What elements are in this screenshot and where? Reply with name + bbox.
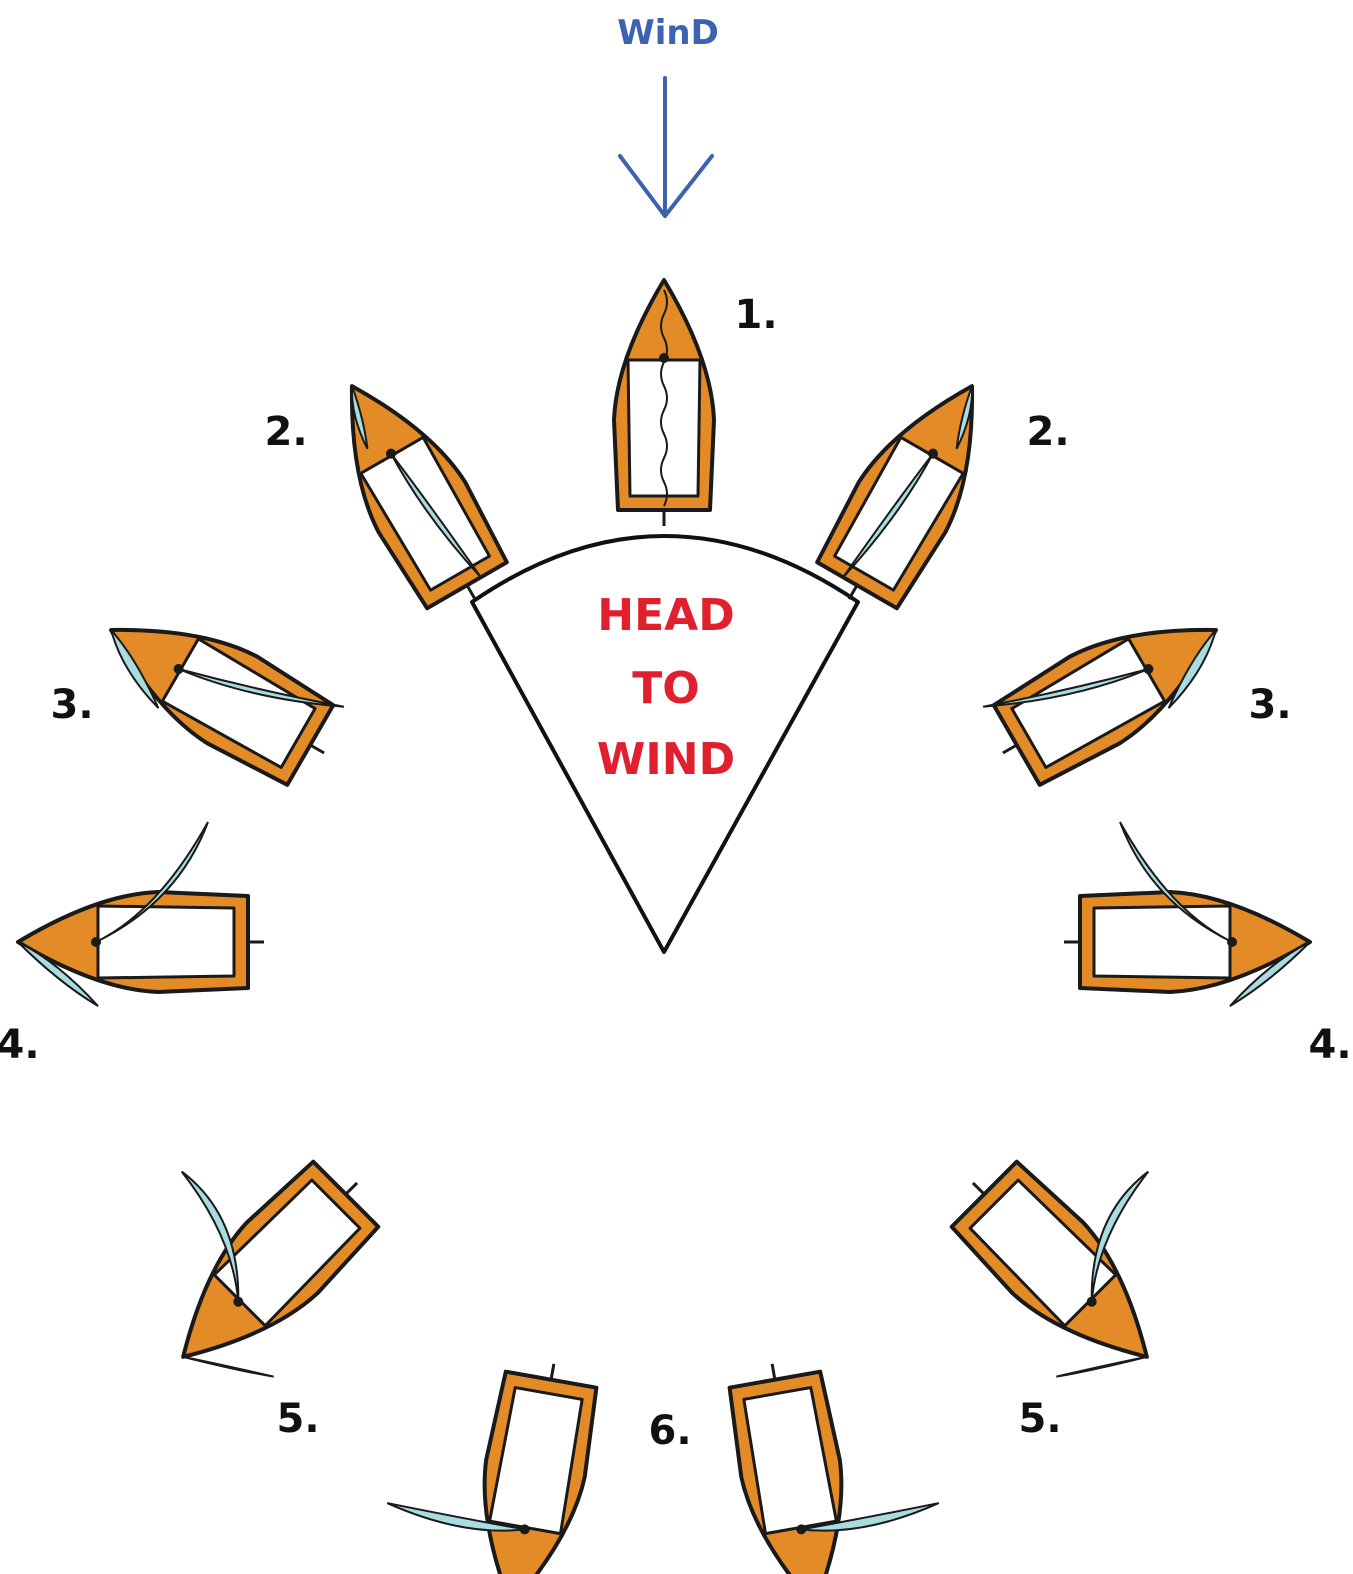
boat-6: [16, 821, 266, 1007]
mainsail-icon: [178, 668, 345, 708]
zone-text-to: TO: [632, 663, 699, 714]
jib-icon: [110, 629, 160, 709]
boat-hull-icon: [975, 584, 1243, 799]
boat-label: 3.: [1248, 682, 1291, 728]
jib-icon: [17, 941, 99, 1007]
mainsail-icon: [95, 821, 209, 943]
boat-4: [84, 584, 352, 799]
boat-hull-icon: [459, 1353, 606, 1574]
mainsail-icon: [982, 668, 1149, 708]
boat-9: [918, 1090, 1240, 1412]
boat-7: [1062, 821, 1312, 1007]
wind-label: WinD: [617, 13, 719, 53]
jib-icon: [1056, 1355, 1148, 1378]
boat-label: 2.: [264, 409, 307, 455]
boat-1: [612, 278, 716, 528]
boat-label: 4.: [0, 1022, 40, 1068]
boat-label: 5.: [276, 1396, 319, 1442]
boat-label: 4.: [1308, 1022, 1351, 1068]
jib-icon: [955, 385, 974, 450]
head-to-wind-sector: [470, 534, 860, 954]
mainsail-icon: [842, 453, 934, 578]
mainsail-icon: [801, 1502, 940, 1532]
boat-hull-icon: [148, 1148, 393, 1393]
jib-icon: [182, 1355, 274, 1378]
boat-hull-icon: [612, 278, 716, 528]
mainsail-icon: [180, 1170, 240, 1302]
boat-label: 1.: [734, 292, 777, 338]
boat-10: [386, 1353, 606, 1574]
boat-label: 5.: [1018, 1396, 1061, 1442]
mainsail-icon: [1090, 1170, 1150, 1302]
boat-hull-icon: [1062, 890, 1312, 994]
boat-11: [720, 1353, 940, 1574]
mainsail-icon: [386, 1502, 525, 1532]
boat-hull-icon: [84, 584, 352, 799]
boat-label: 3.: [50, 682, 93, 728]
jib-icon: [1229, 941, 1311, 1007]
jib-icon: [350, 385, 369, 450]
boat-hull-icon: [720, 1353, 867, 1574]
boat-8: [90, 1090, 412, 1412]
mainsail-icon: [390, 453, 482, 578]
boats-layer: 1. 2. 2. 3. 3. 4. 4. 5. 5. 6.: [0, 278, 1352, 1574]
boat-label: 6.: [648, 1408, 691, 1454]
boat-2: [306, 359, 521, 627]
zone-text-wind: WIND: [597, 734, 735, 785]
boat-hull-icon: [938, 1148, 1183, 1393]
jib-icon: [1167, 629, 1217, 709]
boat-5: [975, 584, 1243, 799]
zone-text-head: HEAD: [597, 590, 734, 641]
wind-arrow-icon: [618, 76, 714, 218]
boat-label: 2.: [1026, 409, 1069, 455]
luffing-sail-icon: [660, 289, 668, 507]
boat-hull-icon: [16, 890, 266, 994]
boat-3: [803, 359, 1018, 627]
mainsail-icon: [1119, 821, 1233, 943]
